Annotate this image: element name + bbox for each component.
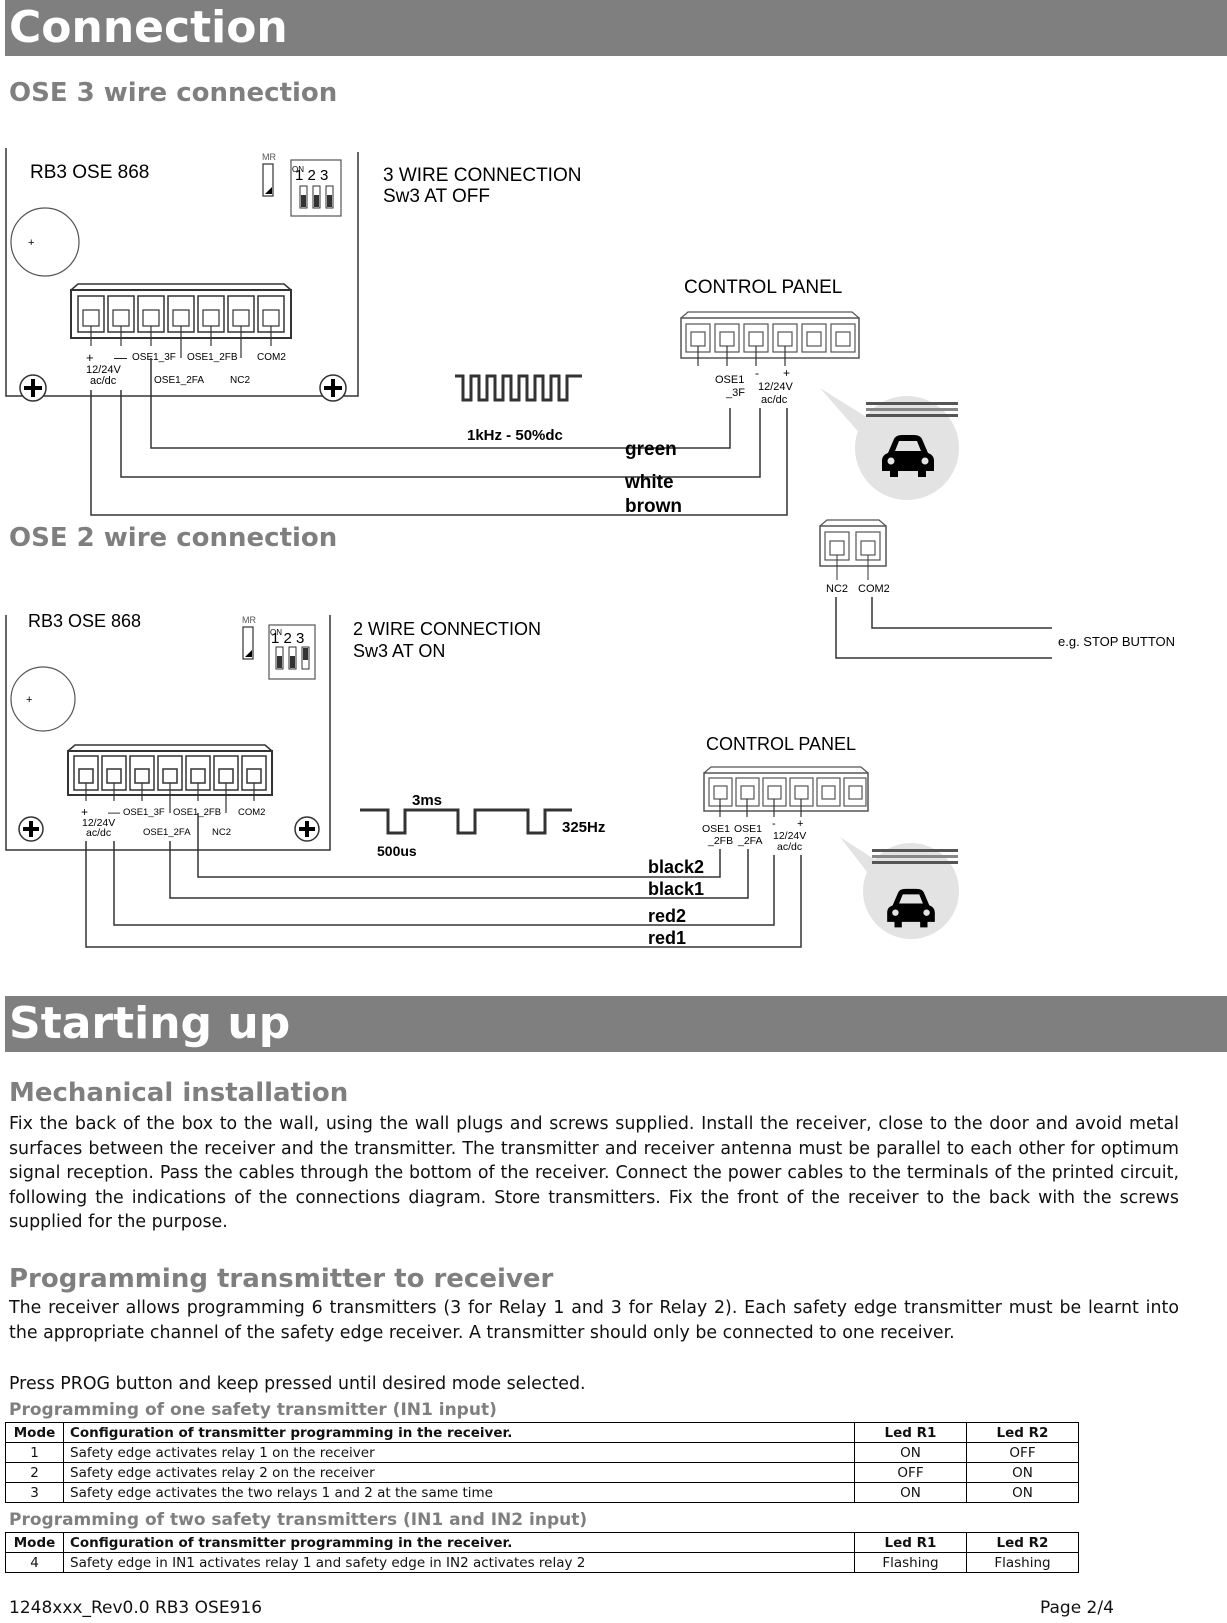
svg-text:OSE1: OSE1 xyxy=(734,823,762,835)
svg-text:1 2 3: 1 2 3 xyxy=(271,630,304,647)
ose3-control-panel-label: CONTROL PANEL xyxy=(684,277,842,298)
svg-text:_3F: _3F xyxy=(725,387,745,399)
svg-text:OSE1: OSE1 xyxy=(715,374,744,386)
svg-text:_2FA: _2FA xyxy=(737,835,763,847)
svg-text:e.g. STOP BUTTON: e.g. STOP BUTTON xyxy=(1058,634,1175,649)
svg-text:Sw3 AT OFF: Sw3 AT OFF xyxy=(383,186,490,207)
svg-text:OSE1_3F: OSE1_3F xyxy=(132,352,176,363)
svg-text:1kHz - 50%dc: 1kHz - 50%dc xyxy=(467,427,563,444)
svg-text:OSE1_2FA: OSE1_2FA xyxy=(154,375,204,386)
svg-text:black2: black2 xyxy=(648,857,704,877)
svg-text:ON: ON xyxy=(270,628,282,637)
svg-text:12/24V: 12/24V xyxy=(773,830,806,842)
svg-text:NC2: NC2 xyxy=(826,583,848,595)
svg-text:—: — xyxy=(108,805,120,819)
svg-text:black1: black1 xyxy=(648,879,704,899)
svg-text:red1: red1 xyxy=(648,928,686,948)
table-row: 4 Safety edge in IN1 activates relay 1 a… xyxy=(5,1552,1079,1573)
svg-text:Sw3 AT ON: Sw3 AT ON xyxy=(353,641,445,661)
svg-text:OSE1_2FA: OSE1_2FA xyxy=(143,827,191,838)
svg-text:green: green xyxy=(625,439,677,460)
table-row: 3 Safety edge activates the two relays 1… xyxy=(5,1482,1079,1503)
svg-text:COM2: COM2 xyxy=(858,583,890,595)
svg-text:ac/dc: ac/dc xyxy=(90,375,117,387)
car-icon xyxy=(880,433,936,481)
svg-text:OSE1_3F: OSE1_3F xyxy=(123,807,165,818)
programming-text: The receiver allows programming 6 transm… xyxy=(9,1298,1179,1343)
svg-text:COM2: COM2 xyxy=(238,807,265,818)
programming-table-two: Mode Configuration of transmitter progra… xyxy=(5,1532,1079,1573)
svg-text:—: — xyxy=(114,350,127,365)
programming-table-one: Mode Configuration of transmitter progra… xyxy=(5,1422,1079,1503)
mechanical-text: Fix the back of the box to the wall, usi… xyxy=(9,1114,1179,1233)
svg-text:+: + xyxy=(86,350,94,365)
ose2-device-label: RB3 OSE 868 xyxy=(28,611,141,631)
svg-text:+: + xyxy=(797,818,803,830)
svg-text:500us: 500us xyxy=(377,843,417,859)
svg-text:OSE1_2FB: OSE1_2FB xyxy=(173,807,221,818)
section-title-starting-up: Starting up xyxy=(5,996,1227,1052)
table-header-row: Mode Configuration of transmitter progra… xyxy=(5,1532,1079,1553)
footer-page-number: Page 2/4 xyxy=(1040,1598,1114,1618)
svg-text:ac/dc: ac/dc xyxy=(86,827,111,839)
ose2-control-panel-label: CONTROL PANEL xyxy=(706,734,856,754)
ose2-heading: OSE 2 wire connection xyxy=(9,523,338,553)
svg-text:+: + xyxy=(28,237,34,249)
svg-text:ac/dc: ac/dc xyxy=(761,394,788,406)
svg-text:NC2: NC2 xyxy=(230,375,250,386)
ose3-device-label: RB3 OSE 868 xyxy=(30,162,149,183)
svg-text:MR: MR xyxy=(242,615,256,625)
ose2-wiring-diagram: RB3 OSE 868 + MR 1 2 3 ON 2 WIRE CONNECT… xyxy=(5,611,959,948)
svg-text:12/24V: 12/24V xyxy=(86,364,122,376)
svg-text:MR: MR xyxy=(262,152,276,162)
svg-text:+: + xyxy=(26,694,32,706)
svg-text:brown: brown xyxy=(625,496,682,517)
ose3-title: 3 WIRE CONNECTION xyxy=(383,165,581,186)
car-icon xyxy=(885,887,937,931)
svg-text:+: + xyxy=(81,805,88,819)
svg-text:-: - xyxy=(755,366,759,380)
svg-text:red2: red2 xyxy=(648,906,686,926)
svg-text:_2FB: _2FB xyxy=(707,835,733,847)
programming-heading: Programming transmitter to receiver xyxy=(9,1264,554,1294)
table-header-row: Mode Configuration of transmitter progra… xyxy=(5,1422,1079,1443)
mechanical-heading: Mechanical installation xyxy=(9,1078,349,1108)
ose2-title: 2 WIRE CONNECTION xyxy=(353,619,541,639)
svg-text:ac/dc: ac/dc xyxy=(777,841,802,853)
svg-text:1 2 3: 1 2 3 xyxy=(295,167,328,184)
footer-doc-id: 1248xxx_Rev0.0 RB3 OSE916 xyxy=(9,1598,263,1618)
table2-title: Programming of two safety transmitters (… xyxy=(9,1510,588,1530)
svg-text:OSE1: OSE1 xyxy=(702,823,730,835)
press-prog-text: Press PROG button and keep pressed until… xyxy=(9,1374,586,1394)
table-row: 2 Safety edge activates relay 2 on the r… xyxy=(5,1462,1079,1483)
section-title-connection: Connection xyxy=(5,0,1227,56)
ose3-wiring-diagram: RB3 OSE 868 + MR 1 2 3 ON 3 WIRE CONNECT… xyxy=(5,148,959,517)
svg-text:COM2: COM2 xyxy=(257,352,286,363)
svg-text:12/24V: 12/24V xyxy=(758,381,794,393)
stop-button-diagram: NC2 COM2 e.g. STOP BUTTON xyxy=(819,519,1175,659)
svg-text:-: - xyxy=(772,818,776,830)
svg-text:white: white xyxy=(624,472,674,493)
table1-title: Programming of one safety transmitter (I… xyxy=(9,1400,497,1420)
svg-text:12/24V: 12/24V xyxy=(82,817,115,829)
svg-text:OSE1_2FB: OSE1_2FB xyxy=(187,352,238,363)
svg-text:NC2: NC2 xyxy=(212,827,231,838)
svg-text:3ms: 3ms xyxy=(412,792,442,809)
ose3-heading: OSE 3 wire connection xyxy=(9,78,338,108)
svg-text:+: + xyxy=(783,366,790,380)
table-row: 1 Safety edge activates relay 1 on the r… xyxy=(5,1442,1079,1463)
svg-text:325Hz: 325Hz xyxy=(562,819,605,836)
svg-text:ON: ON xyxy=(292,165,304,174)
